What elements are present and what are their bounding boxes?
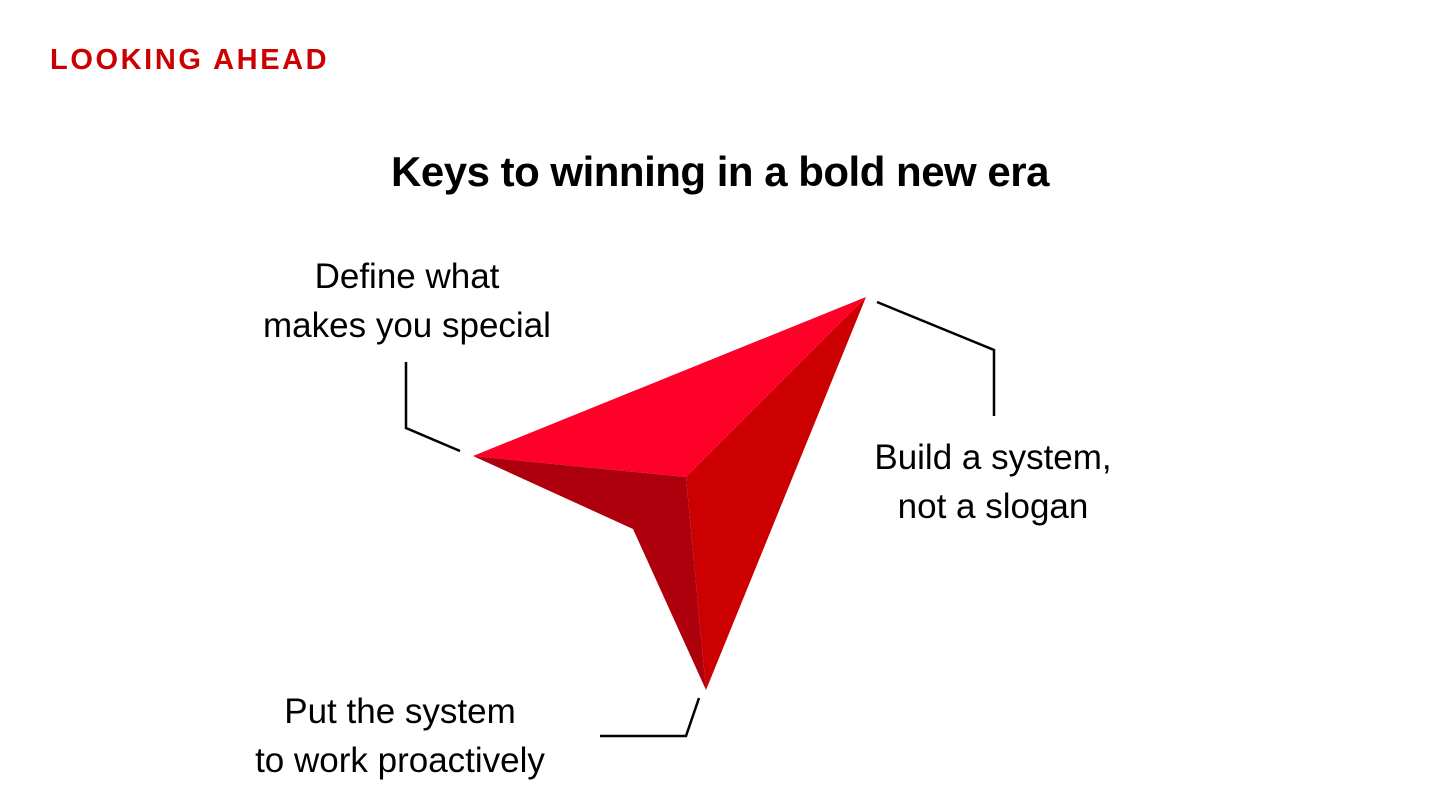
label-define: Define what makes you special xyxy=(177,252,637,350)
label-build-line2: not a slogan xyxy=(897,487,1089,526)
pyramid-face-right xyxy=(686,297,866,690)
label-put: Put the system to work proactively xyxy=(170,687,630,785)
pyramid-face-lower xyxy=(473,456,706,690)
section-eyebrow: LOOKING AHEAD xyxy=(50,44,330,76)
label-define-line2: makes you special xyxy=(263,306,551,345)
label-put-line1: Put the system xyxy=(284,692,516,731)
label-build-line1: Build a system, xyxy=(874,438,1112,477)
connector-build xyxy=(876,300,996,416)
label-put-line2: to work proactively xyxy=(255,741,545,780)
label-build: Build a system, not a slogan xyxy=(763,433,1223,531)
connector-define xyxy=(404,362,461,453)
label-define-line1: Define what xyxy=(314,257,500,296)
pyramid-face-top xyxy=(473,297,866,477)
connector-put xyxy=(600,697,701,738)
page-title: Keys to winning in a bold new era xyxy=(391,148,1049,195)
